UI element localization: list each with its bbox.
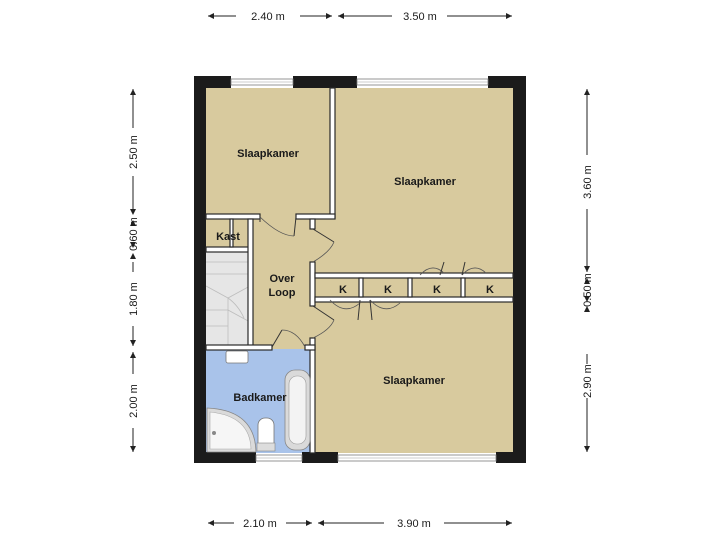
dim-top-right: 3.50 m bbox=[403, 11, 437, 23]
dimension-bottom: 2.10 m 3.90 m bbox=[208, 518, 512, 530]
dimension-top: 2.40 m 3.50 m bbox=[208, 11, 512, 23]
outer-walls bbox=[194, 76, 526, 463]
stair-steps bbox=[205, 261, 251, 346]
doors bbox=[259, 216, 487, 348]
room-label-bedroom-bottom: Slaapkamer bbox=[383, 375, 445, 387]
cupboard-label-2: K bbox=[384, 284, 392, 296]
dim-left-2: 0.60 m bbox=[128, 217, 140, 251]
bathroom-fixtures bbox=[206, 350, 311, 453]
dim-bottom-left: 2.10 m bbox=[243, 518, 277, 530]
cupboard-label-1: K bbox=[339, 284, 347, 296]
dim-bottom-right: 3.90 m bbox=[397, 518, 431, 530]
dim-right-3: 2.90 m bbox=[582, 364, 594, 398]
windows bbox=[230, 78, 497, 462]
dim-left-3: 1.80 m bbox=[128, 282, 140, 316]
room-label-bathroom: Badkamer bbox=[233, 392, 287, 404]
sink-icon bbox=[225, 350, 249, 364]
interior-walls bbox=[205, 87, 514, 454]
room-label-bedroom-large: Slaapkamer bbox=[394, 176, 456, 188]
room-label-closet: Kast bbox=[216, 231, 240, 243]
room-label-bedroom-small: Slaapkamer bbox=[237, 148, 299, 160]
dim-right-2: 0.50 m bbox=[582, 273, 594, 307]
dim-top-left: 2.40 m bbox=[251, 11, 285, 23]
dim-left-1: 2.50 m bbox=[128, 135, 140, 169]
dim-left-4: 2.00 m bbox=[128, 384, 140, 418]
dimension-left: 2.50 m 0.60 m 1.80 m 2.00 m bbox=[128, 89, 140, 452]
dimension-right: 3.60 m 0.50 m 2.90 m bbox=[582, 89, 594, 452]
dim-right-1: 3.60 m bbox=[582, 165, 594, 199]
cupboard-label-4: K bbox=[486, 284, 494, 296]
room-label-landing-line1: Over bbox=[269, 273, 295, 285]
room-label-landing-line2: Loop bbox=[269, 287, 296, 299]
cupboard-label-3: K bbox=[433, 284, 441, 296]
